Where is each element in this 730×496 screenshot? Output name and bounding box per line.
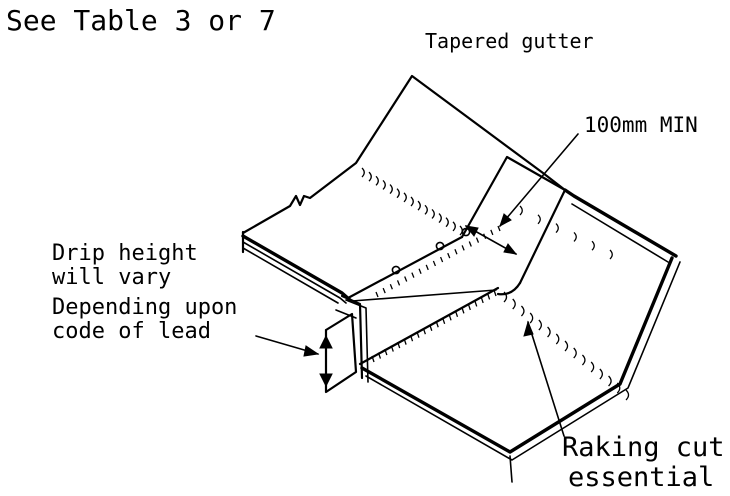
fold-mark	[503, 291, 508, 303]
fold-mark	[454, 249, 458, 255]
fold-mark	[590, 361, 595, 373]
fold-mark	[599, 368, 604, 380]
fold-mark	[625, 389, 630, 401]
fold-mark	[422, 328, 426, 335]
fold-mark	[452, 221, 456, 232]
tapered-gutter-label: Tapered gutter	[425, 29, 594, 53]
fold-mark	[371, 355, 375, 363]
fold-mark	[459, 225, 463, 236]
table-reference-label: See Table 3 or 7	[6, 4, 276, 37]
fold-mark	[608, 375, 612, 387]
fold-mark	[486, 293, 491, 300]
fold-mark	[493, 289, 497, 297]
fold-mark	[403, 338, 407, 345]
fold-mark	[424, 204, 428, 215]
fold-mark	[529, 312, 534, 324]
fold-mark	[581, 354, 586, 366]
fold-mark	[445, 217, 449, 228]
fold-mark	[417, 200, 421, 211]
fold-mark	[537, 214, 541, 225]
fold-mark	[591, 240, 595, 251]
fold-mark	[555, 333, 560, 345]
fold-mark	[616, 382, 621, 394]
fold-mark	[409, 334, 414, 342]
fold-mark	[384, 348, 388, 356]
fold-mark	[448, 314, 452, 321]
fold-marks	[361, 167, 630, 401]
fold-mark	[480, 296, 484, 304]
drip-height-label-line1: Drip height	[52, 241, 198, 266]
fold-mark	[573, 231, 577, 242]
fold-mark	[438, 213, 442, 224]
fold-mark	[461, 245, 465, 251]
fold-mark	[512, 298, 516, 310]
drip-height-leader	[255, 334, 333, 388]
fold-mark	[467, 303, 471, 311]
fold-mark	[382, 287, 386, 294]
fold-mark	[547, 326, 551, 338]
fold-mark	[396, 188, 400, 199]
min-width-dimension	[464, 133, 579, 255]
fold-mark	[564, 340, 569, 352]
fold-mark	[416, 331, 420, 338]
fold-mark	[435, 321, 439, 328]
fold-mark	[538, 319, 543, 331]
fold-mark	[377, 352, 382, 359]
fold-mark	[375, 291, 379, 298]
fold-mark	[497, 225, 501, 232]
fold-mark	[442, 317, 446, 324]
fold-mark	[390, 345, 394, 352]
fold-mark	[396, 280, 401, 286]
fold-mark	[431, 208, 435, 219]
fold-mark	[447, 252, 451, 259]
fold-mark	[389, 184, 393, 195]
fold-mark	[418, 268, 422, 274]
fold-mark	[555, 223, 559, 234]
raking-cut-label-line1: Raking cut	[562, 432, 725, 463]
fold-mark	[609, 249, 613, 260]
fold-mark	[368, 171, 372, 182]
fold-mark	[375, 175, 379, 186]
fold-mark	[361, 167, 365, 178]
fold-mark	[475, 237, 480, 243]
drip-step	[324, 294, 369, 394]
fold-mark	[468, 241, 472, 247]
drip-height-label-line3: Depending upon	[52, 295, 237, 320]
fold-mark	[410, 196, 414, 207]
fold-mark	[490, 229, 494, 236]
fold-mark	[425, 264, 429, 271]
fold-mark	[389, 283, 393, 290]
drip-height-label-line2: will vary	[52, 265, 171, 290]
fold-mark	[573, 347, 577, 359]
fold-mark	[454, 310, 459, 318]
fold-mark	[382, 179, 386, 190]
drip-height-label-line4: code of lead	[52, 319, 211, 344]
min-width-label: 100mm MIN	[584, 113, 698, 137]
fold-mark	[439, 256, 444, 263]
fold-mark	[403, 192, 407, 203]
lapped-sheet	[346, 155, 567, 302]
fold-mark	[520, 305, 525, 317]
fold-mark	[519, 205, 523, 216]
fold-mark	[429, 324, 433, 331]
fold-mark	[474, 300, 478, 307]
fold-mark	[432, 260, 437, 267]
fold-mark	[404, 276, 408, 282]
raking-cut-leader	[523, 320, 565, 437]
fold-mark	[397, 341, 401, 349]
fold-mark	[461, 307, 465, 314]
fold-mark	[411, 272, 415, 278]
raking-cut-label-line2: essential	[568, 462, 714, 493]
